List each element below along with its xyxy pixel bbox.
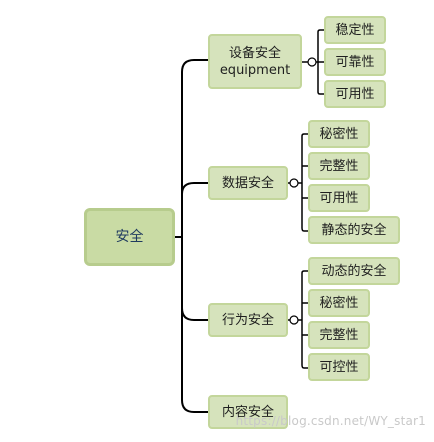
leaf-equipment-stability[interactable]: 稳定性 (324, 16, 386, 44)
collapse-toggle-behavior[interactable] (289, 315, 299, 325)
branch-node-content[interactable]: 内容安全 (208, 395, 288, 429)
connector-data-spine (298, 133, 308, 232)
leaf-label: 可靠性 (335, 54, 375, 70)
connector-behavior-spine (298, 270, 308, 369)
leaf-label: 完整性 (319, 327, 359, 343)
branch-node-data[interactable]: 数据安全 (208, 166, 288, 200)
leaf-data-integrity[interactable]: 完整性 (308, 152, 370, 180)
branch-equipment-label-line1: 设备安全 (228, 45, 281, 61)
leaf-label: 可用性 (335, 86, 375, 102)
leaf-label: 可控性 (319, 359, 359, 375)
leaf-label: 秘密性 (319, 126, 359, 142)
leaf-label: 完整性 (319, 158, 359, 174)
connector-equipment-spine (316, 29, 324, 95)
leaf-label: 动态的安全 (321, 263, 387, 279)
collapse-toggle-equipment[interactable] (307, 57, 317, 67)
leaf-label: 可用性 (319, 190, 359, 206)
root-node-security[interactable]: 安全 (84, 208, 175, 266)
leaf-label: 秘密性 (319, 295, 359, 311)
leaf-behavior-confidentiality[interactable]: 秘密性 (308, 289, 370, 317)
leaf-label: 稳定性 (335, 22, 375, 38)
collapse-toggle-data[interactable] (289, 178, 299, 188)
connector-trunk (181, 59, 208, 413)
leaf-behavior-controllability[interactable]: 可控性 (308, 353, 370, 381)
leaf-data-confidentiality[interactable]: 秘密性 (308, 120, 370, 148)
watermark-text: https://blog.csdn.net/WY_star1 (235, 414, 426, 428)
leaf-equipment-availability[interactable]: 可用性 (324, 80, 386, 108)
branch-content-label: 内容安全 (221, 404, 274, 420)
leaf-label: 静态的安全 (321, 222, 387, 238)
leaf-data-static-security[interactable]: 静态的安全 (308, 216, 400, 244)
branch-node-behavior[interactable]: 行为安全 (208, 303, 288, 337)
leaf-data-availability[interactable]: 可用性 (308, 184, 370, 212)
leaf-behavior-integrity[interactable]: 完整性 (308, 321, 370, 349)
branch-node-equipment[interactable]: 设备安全 equipment (208, 34, 302, 89)
leaf-equipment-reliability[interactable]: 可靠性 (324, 48, 386, 76)
root-node-label: 安全 (115, 228, 144, 245)
connector-branch-behavior (181, 307, 208, 321)
branch-equipment-label-line2: equipment (219, 62, 291, 78)
leaf-behavior-dynamic-security[interactable]: 动态的安全 (308, 257, 400, 285)
branch-behavior-label: 行为安全 (221, 312, 274, 328)
branch-data-label: 数据安全 (221, 175, 274, 191)
connector-branch-data (181, 182, 208, 195)
